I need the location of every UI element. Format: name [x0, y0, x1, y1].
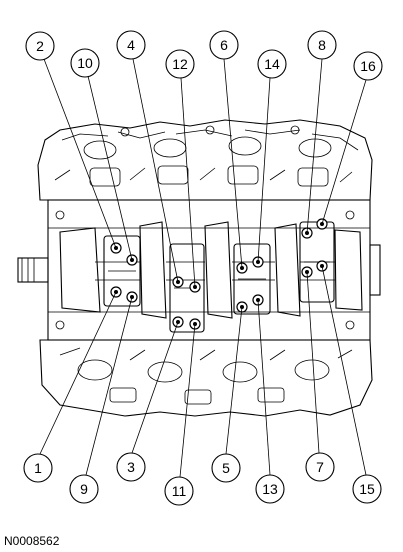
svg-text:15: 15	[359, 481, 375, 497]
svg-text:16: 16	[360, 58, 376, 74]
main-bearing-cap-bolts	[110, 218, 328, 330]
svg-text:12: 12	[172, 56, 188, 72]
svg-text:13: 13	[262, 481, 278, 497]
callout-5: 5	[211, 453, 241, 483]
callout-13: 13	[255, 474, 285, 504]
callout-4: 4	[116, 30, 146, 60]
svg-text:11: 11	[172, 483, 187, 499]
callout-10: 10	[70, 48, 100, 78]
callout-3: 3	[116, 452, 146, 482]
callout-7: 7	[305, 452, 335, 482]
callout-16: 16	[353, 51, 383, 81]
callout-11: 11	[164, 476, 194, 506]
svg-text:5: 5	[222, 460, 230, 476]
callout-15: 15	[352, 474, 382, 504]
callout-6: 6	[209, 30, 239, 60]
leader-lines	[39, 58, 367, 478]
svg-text:9: 9	[80, 481, 88, 497]
callout-1: 1	[23, 453, 53, 483]
svg-text:10: 10	[77, 55, 93, 71]
svg-text:6: 6	[220, 37, 228, 53]
svg-text:1: 1	[34, 460, 42, 476]
svg-text:3: 3	[127, 459, 135, 475]
engine-block-drawing	[17, 119, 381, 417]
svg-text:4: 4	[127, 37, 135, 53]
callout-14: 14	[257, 49, 287, 79]
callout-9: 9	[69, 474, 99, 504]
svg-text:2: 2	[36, 38, 44, 54]
svg-text:8: 8	[318, 37, 326, 53]
svg-text:14: 14	[264, 56, 280, 72]
callout-12: 12	[165, 49, 195, 79]
figure-code: N0008562	[4, 534, 60, 548]
callout-8: 8	[307, 30, 337, 60]
svg-text:7: 7	[316, 459, 324, 475]
callout-2: 2	[25, 31, 55, 61]
